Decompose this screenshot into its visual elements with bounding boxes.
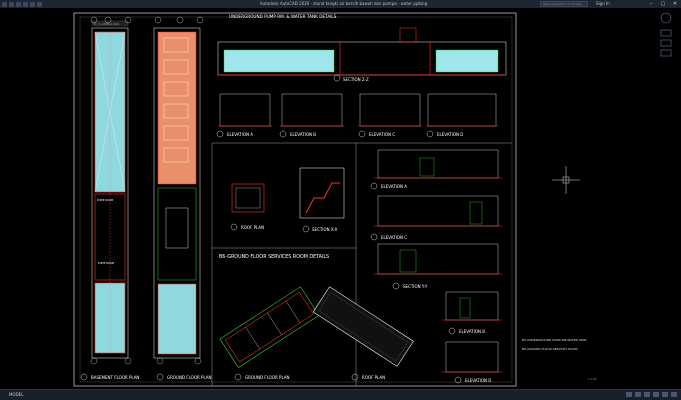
services-title: B6-GROUND FLOOR SERVICES ROOM DETAILS bbox=[219, 254, 329, 260]
sign-in-link[interactable]: Sign In bbox=[596, 1, 610, 6]
elevation-d-label: ELEVATION D bbox=[437, 132, 463, 137]
elevation-b2-label: ELEVATION B bbox=[459, 329, 485, 334]
ground-plan-outline bbox=[153, 27, 201, 359]
close-icon[interactable]: ✕ bbox=[672, 1, 678, 7]
ground-plan-label: GROUND FLOOR PLAN bbox=[167, 375, 212, 380]
title-bar: Autodesk AutoCAD 2020 · stand tangki air… bbox=[0, 0, 681, 8]
elevation-a-label: ELEVATION A bbox=[227, 132, 253, 137]
drawing-header: UNDERGROUND PUMP RM. & WATER TANK DETAIL… bbox=[229, 14, 337, 19]
parking-area bbox=[157, 31, 197, 185]
scale-note: 1:100 bbox=[588, 377, 597, 381]
svg-text:PUMP ROOM: PUMP ROOM bbox=[98, 261, 114, 265]
navigation-bar bbox=[660, 12, 672, 57]
redo-icon[interactable] bbox=[37, 1, 42, 7]
minimize-icon[interactable]: – bbox=[649, 1, 653, 7]
grid-icon[interactable] bbox=[626, 392, 632, 397]
app-menu-icon[interactable] bbox=[2, 1, 7, 7]
inner-border bbox=[79, 16, 513, 383]
undo-icon[interactable] bbox=[30, 1, 35, 7]
services-room-plan bbox=[231, 183, 265, 213]
elevation-b-label: ELEVATION B bbox=[290, 132, 316, 137]
pump-room-label: PUMP ROOM bbox=[97, 198, 113, 202]
new-icon[interactable] bbox=[9, 1, 14, 7]
section-xx-label: SECTION X-X bbox=[312, 227, 338, 232]
crosshair-cursor bbox=[552, 166, 580, 194]
snap-icon[interactable] bbox=[635, 392, 641, 397]
window-title: Autodesk AutoCAD 2020 · stand tangki air… bbox=[260, 1, 428, 6]
tab-model[interactable]: MODEL bbox=[9, 392, 24, 397]
ground-plan-2-label: GROUND FLOOR PLAN bbox=[245, 375, 290, 380]
status-icons[interactable] bbox=[626, 392, 677, 397]
elevation-c2-label: ELEVATION C bbox=[381, 235, 407, 240]
polar-icon[interactable] bbox=[653, 392, 659, 397]
elevation-a2-label: ELEVATION A bbox=[381, 184, 407, 189]
maximize-icon[interactable]: ▢ bbox=[660, 1, 666, 7]
quick-access-toolbar[interactable] bbox=[2, 0, 42, 8]
roof-plan-label: ROOF PLAN bbox=[241, 225, 264, 230]
coord-field: 0 | 1,2345,0,000 bbox=[94, 22, 119, 26]
settings-icon[interactable] bbox=[671, 392, 677, 397]
osnap-icon[interactable] bbox=[662, 392, 668, 397]
basement-plan-label: BASEMENT FLOOR PLAN bbox=[91, 375, 139, 380]
section-zz-label: SECTION Z-Z bbox=[343, 77, 369, 82]
diagonal-roof-plan bbox=[312, 286, 414, 367]
search-input[interactable]: Type a keyword or phrase bbox=[540, 1, 588, 7]
section-xx bbox=[299, 167, 345, 219]
status-bar: MODEL bbox=[0, 389, 681, 400]
elevation-c-label: ELEVATION C bbox=[369, 132, 395, 137]
drawing-canvas[interactable]: 0 | 1,2345,0,000 PUMP ROOM PUMP ROOM UND… bbox=[0, 8, 681, 390]
cad-drawing: 0 | 1,2345,0,000 PUMP ROOM PUMP ROOM UND… bbox=[73, 12, 672, 387]
elevation-d2-label: ELEVATION D bbox=[465, 378, 491, 383]
ortho-icon[interactable] bbox=[644, 392, 650, 397]
note-2: B6-GROUND FLOOR SERVICES ROOM bbox=[522, 347, 578, 351]
note-1: B5-UNDERGROUND PUMP RM.WATER TANK bbox=[522, 338, 588, 342]
basement-plan-outline bbox=[91, 27, 129, 359]
save-icon[interactable] bbox=[23, 1, 28, 7]
open-icon[interactable] bbox=[16, 1, 21, 7]
section-yy-label: SECTION Y-Y bbox=[403, 284, 428, 289]
roof-plan-2-label: ROOF PLAN bbox=[362, 375, 385, 380]
sheet-border bbox=[73, 12, 517, 387]
diagonal-ground-plan bbox=[219, 286, 320, 368]
